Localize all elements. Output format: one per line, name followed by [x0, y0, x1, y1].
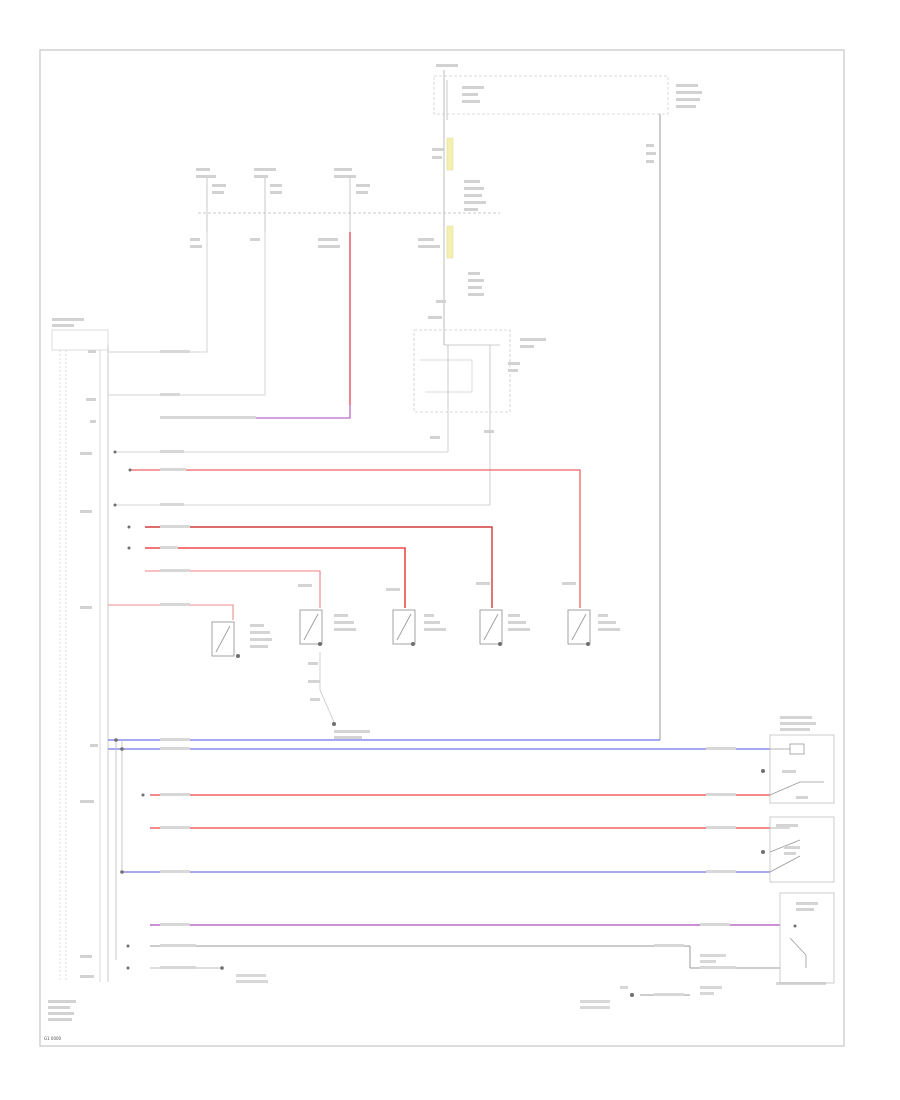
sensor-2: [299, 609, 323, 646]
footer-code: G1 0000: [44, 1036, 62, 1041]
sensor-row: [211, 582, 620, 739]
sensor-4: [479, 609, 503, 646]
left-connector: G1 0000: [44, 318, 109, 1041]
sensor-3: [392, 609, 416, 646]
combination-switch: [413, 329, 546, 505]
power-distribution: [170, 64, 702, 740]
sensor-1: [211, 621, 240, 658]
diagram-border: [39, 49, 845, 1047]
sensor-5: [567, 609, 591, 646]
fuse-upper: [446, 137, 454, 171]
right-components: [761, 716, 835, 984]
fuse-lower: [446, 225, 454, 259]
lower-bus: [108, 450, 826, 1009]
wire-runs: [108, 350, 581, 620]
